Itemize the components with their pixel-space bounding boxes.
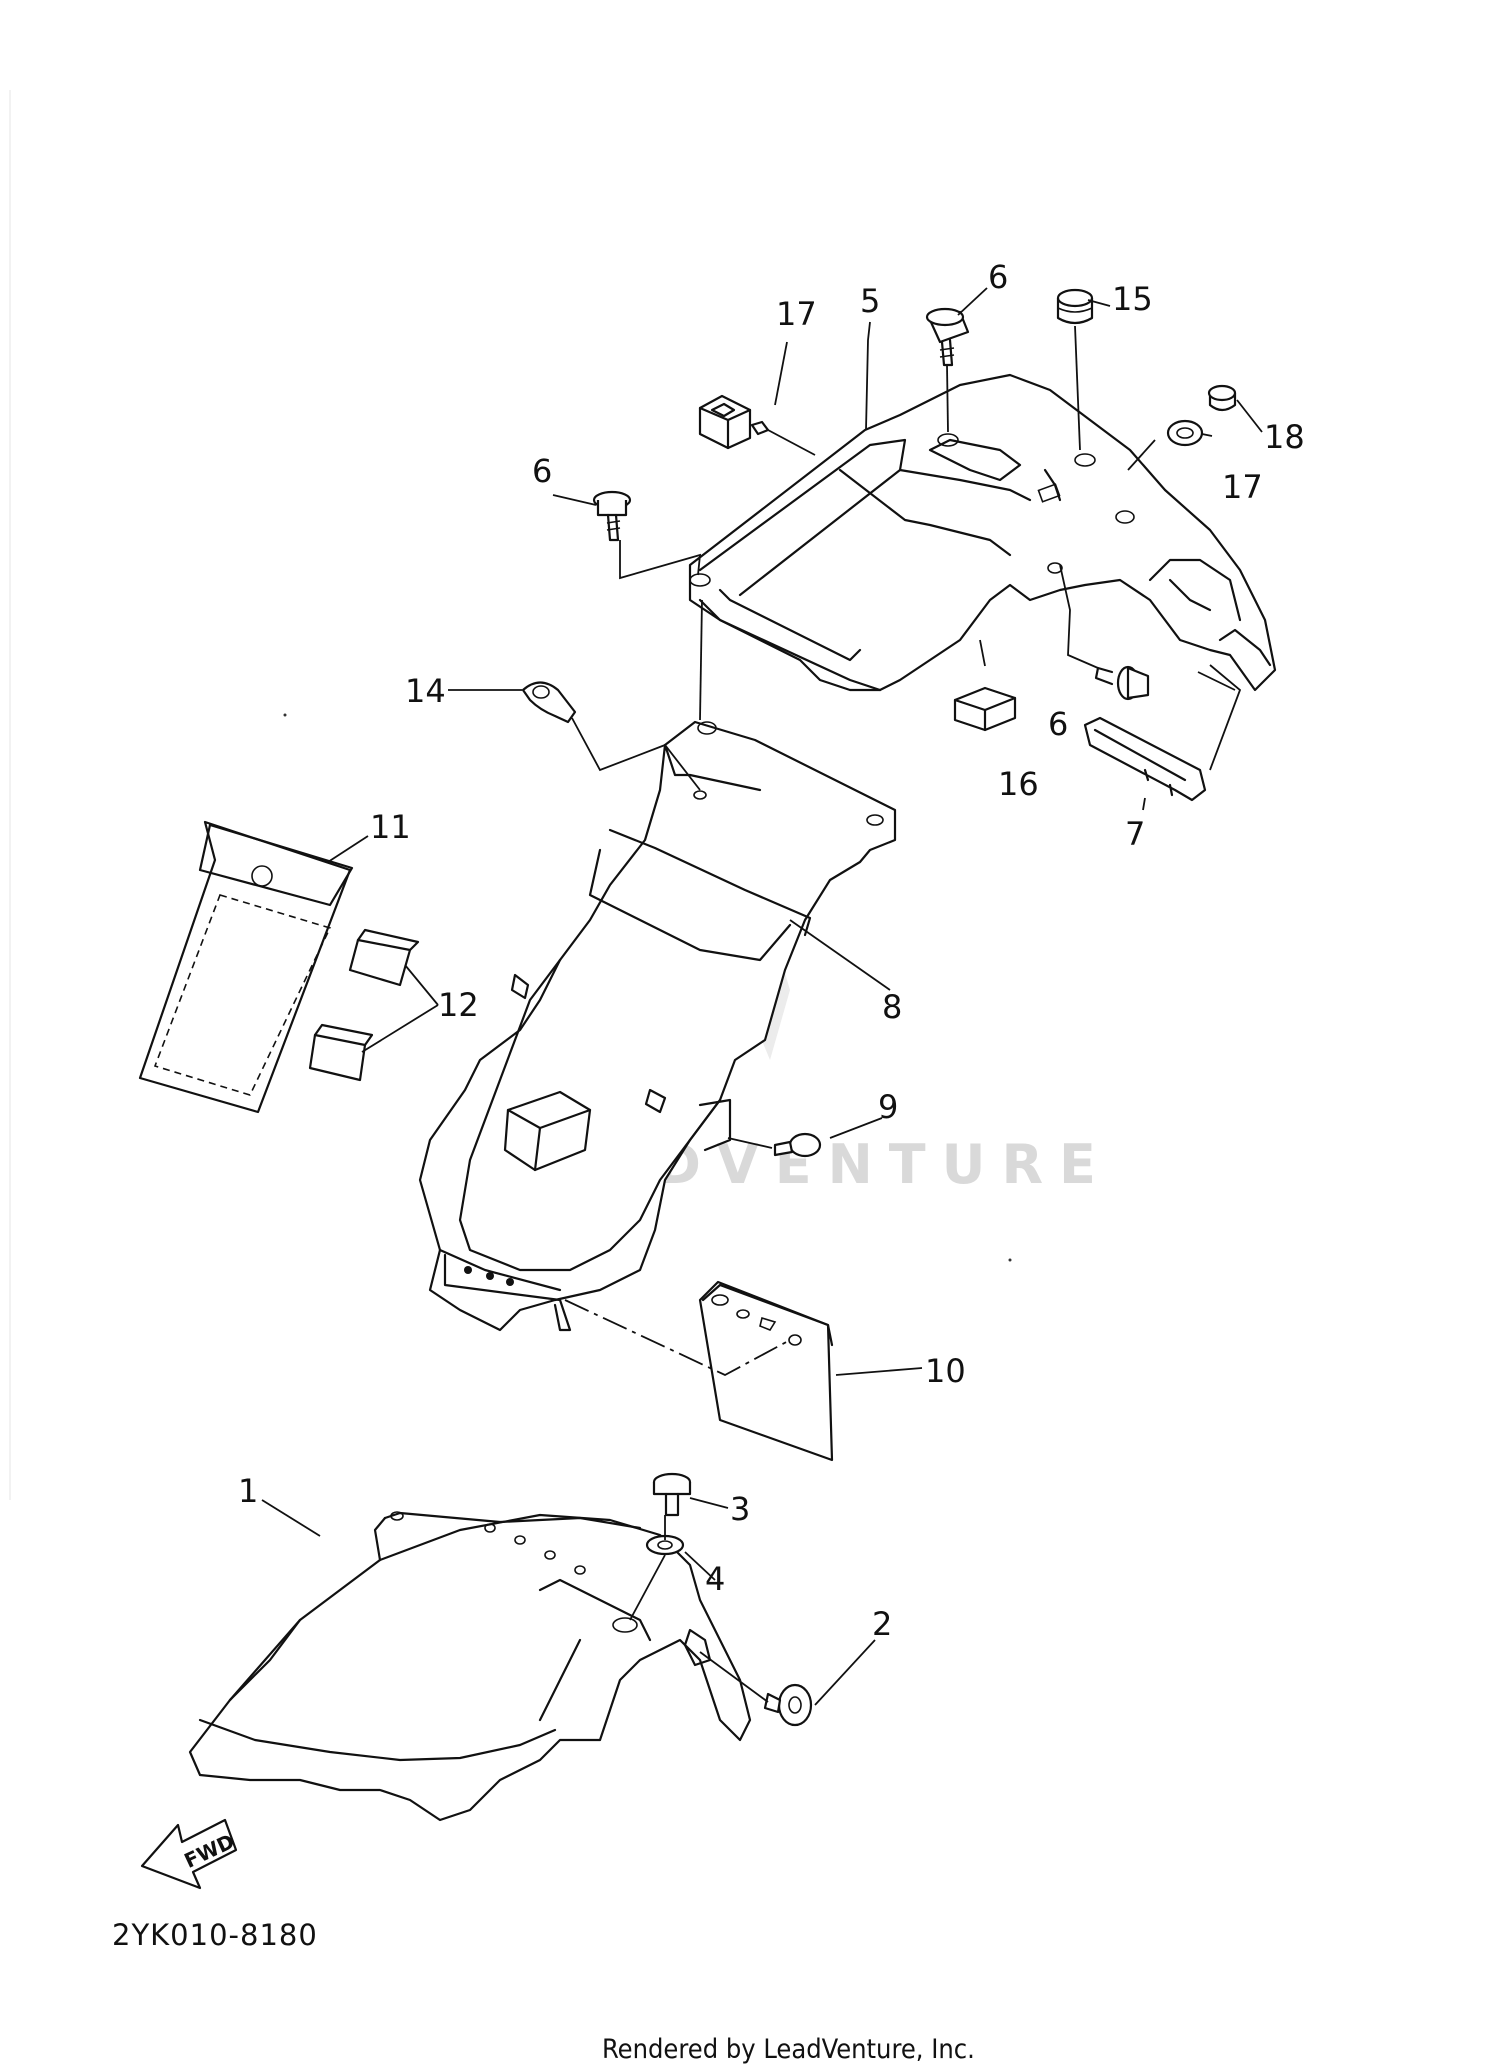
callout-labels: 5 6 15 17 18 17 6 14 6 16 7 11 12 8 9 10… <box>238 258 1305 1643</box>
part-15-clip <box>698 394 770 450</box>
callout-4: 4 <box>705 1560 725 1598</box>
fwd-arrow: FWD <box>140 1818 238 1890</box>
callout-5: 5 <box>860 282 880 320</box>
part-6-bolt-top <box>925 307 970 367</box>
part-17-grommet <box>1166 419 1204 447</box>
callout-16: 16 <box>998 765 1039 803</box>
part-13-grommet <box>1056 288 1094 325</box>
callout-10: 10 <box>925 1352 966 1390</box>
part-7-clip <box>1083 716 1207 802</box>
callout-17: 17 <box>1222 468 1263 506</box>
callout-6-top: 6 <box>988 258 1008 296</box>
callout-2: 2 <box>872 1605 892 1643</box>
callout-11: 11 <box>370 808 411 846</box>
part-8-inner-fender <box>418 720 897 1332</box>
part-12-pads <box>308 928 420 1082</box>
callout-1: 1 <box>238 1472 258 1510</box>
part-11-tool-bag <box>138 820 354 1114</box>
callout-18: 18 <box>1264 418 1305 456</box>
callout-8: 8 <box>882 988 902 1026</box>
callout-6-right: 6 <box>1048 705 1068 743</box>
part-6-bolt-left <box>592 490 632 542</box>
leader-lines <box>261 287 1263 1706</box>
footer-credit: Rendered by LeadVenture, Inc. <box>602 2034 975 2065</box>
part-1-front-fender <box>188 1511 752 1822</box>
callout-15: 17 <box>776 295 817 333</box>
part-5-rear-fender-upper <box>688 373 1277 692</box>
part-3-bolt <box>652 1472 692 1517</box>
callout-6-left: 6 <box>532 452 552 490</box>
callout-7: 7 <box>1125 815 1145 853</box>
drawing-code: 2YK010-8180 <box>112 1918 318 1952</box>
callout-13: 15 <box>1112 280 1153 318</box>
part-14-clamp <box>521 681 577 724</box>
part-2-screw <box>763 1683 813 1727</box>
part-6-bolt-right <box>1094 665 1150 701</box>
callout-3: 3 <box>730 1490 750 1528</box>
part-18-cap <box>1207 384 1237 412</box>
part-10-license-plate-bracket <box>698 1280 834 1462</box>
part-9-bolt <box>773 1132 822 1158</box>
part-16-pad <box>953 686 1017 732</box>
callout-9: 9 <box>878 1088 898 1126</box>
callout-14: 14 <box>405 672 446 710</box>
callout-12: 12 <box>438 986 479 1024</box>
